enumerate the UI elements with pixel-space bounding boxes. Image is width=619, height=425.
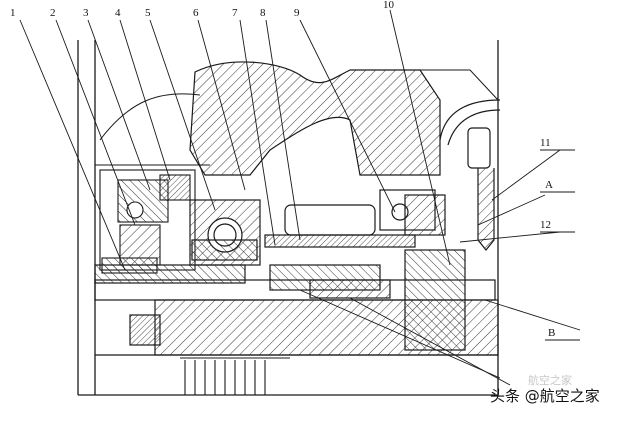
label-12: 12 — [540, 219, 551, 231]
label-7: 7 — [232, 7, 238, 19]
label-A: A — [545, 179, 553, 191]
oil-pipe — [439, 99, 501, 251]
watermark-faint: 航空之家 — [528, 374, 572, 387]
label-9: 9 — [294, 7, 300, 19]
upper-casing — [95, 61, 499, 176]
left-bearing-assembly — [99, 169, 196, 274]
label-2: 2 — [50, 7, 56, 19]
label-1: 1 — [10, 7, 16, 19]
shaft-section — [264, 189, 446, 299]
label-3: 3 — [83, 7, 89, 19]
label-8: 8 — [260, 7, 266, 19]
leader-lines — [19, 9, 581, 386]
label-6: 6 — [193, 7, 199, 19]
label-5: 5 — [145, 7, 151, 19]
label-B: B — [548, 327, 555, 339]
main-ball-bearing — [189, 199, 261, 266]
part-labels: 1 2 3 4 5 6 7 8 9 10 11 A 12 B — [10, 0, 555, 339]
label-10: 10 — [383, 0, 395, 11]
label-4: 4 — [115, 7, 121, 19]
lower-shaft — [94, 249, 499, 356]
watermark-text: 头条 @航空之家 — [490, 387, 600, 405]
label-11: 11 — [540, 137, 551, 149]
coil-springs — [180, 357, 290, 395]
